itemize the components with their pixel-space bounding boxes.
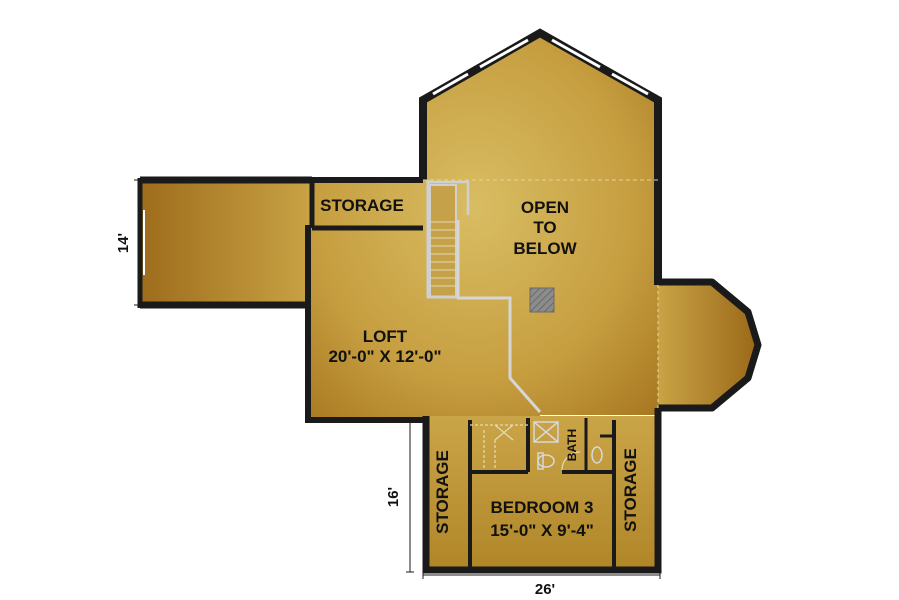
storage-right-label: STORAGE <box>621 448 640 532</box>
loft-label: LOFT <box>363 327 408 346</box>
stairs <box>426 180 470 299</box>
bath-label: BATH <box>565 429 579 461</box>
dimension-16ft-label: 16' <box>385 487 402 507</box>
chimney-icon <box>529 287 555 313</box>
open-below-label-1: OPEN <box>521 198 569 217</box>
exterior-walls <box>305 28 662 574</box>
storage-left-label: STORAGE <box>433 450 452 534</box>
shower-icon <box>533 421 559 443</box>
loft-size-label: 20'-0" X 12'-0" <box>328 347 441 366</box>
railing <box>423 179 658 413</box>
main-body <box>306 33 658 420</box>
bedroom-size-label: 15'-0" X 9'-4" <box>490 521 594 540</box>
bedroom-label: BEDROOM 3 <box>491 498 594 517</box>
bath-fixtures <box>533 421 603 470</box>
storage-top-walls <box>309 180 423 231</box>
sink-icon <box>591 446 603 464</box>
open-below-label-3: BELOW <box>513 239 577 258</box>
door-swings <box>470 424 581 471</box>
open-below-label-2: TO <box>533 218 556 237</box>
dimension-lines <box>134 179 661 579</box>
dimension-14ft-label: 14' <box>115 233 132 253</box>
storage-top-label: STORAGE <box>320 196 404 215</box>
right-bay <box>657 278 762 412</box>
dimension-26ft-label: 26' <box>535 581 555 598</box>
gable-windows <box>432 38 649 96</box>
lower-interior-walls <box>468 418 616 570</box>
left-wing <box>137 176 312 309</box>
